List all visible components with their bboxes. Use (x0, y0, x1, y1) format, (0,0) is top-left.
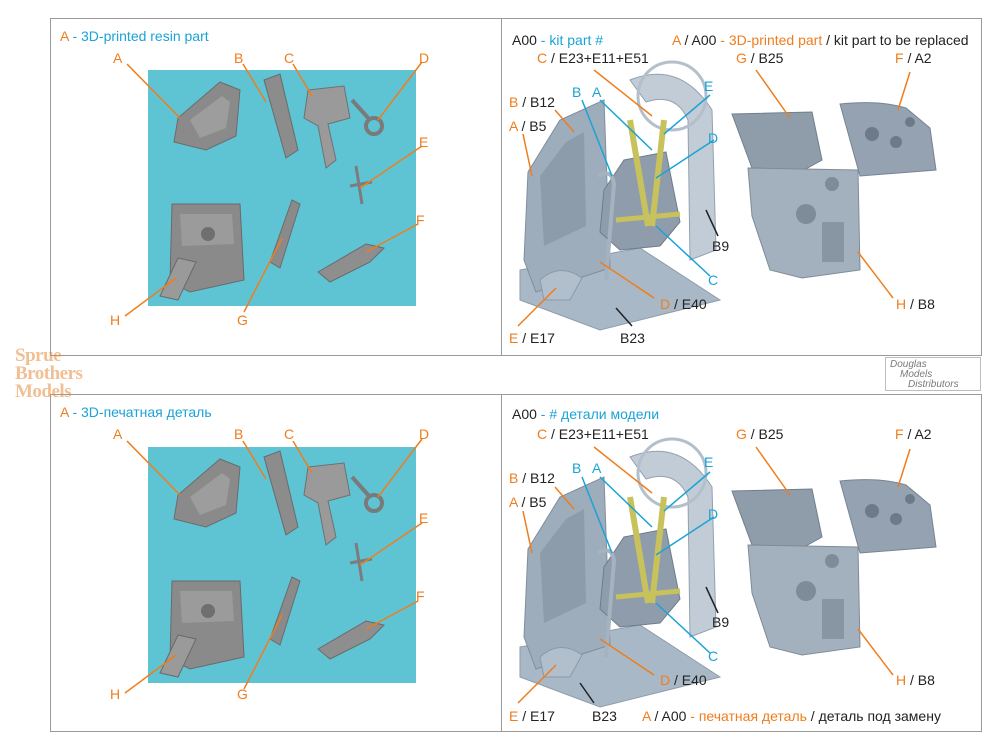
belt-label-b: B (572, 84, 582, 100)
label-b-b12: B / B12 (509, 94, 555, 110)
resin-label-e: E (419, 510, 429, 526)
label-b9: B9 (712, 614, 730, 630)
label-g-b25: G / B25 (736, 426, 784, 442)
label-g-b25: G / B25 (736, 50, 784, 66)
resin-label-h: H (110, 686, 121, 702)
label-e-e17: E / E17 (509, 708, 555, 724)
label-b9: B9 (712, 238, 730, 254)
legend-bottom: A / A00 - печатная деталь / деталь под з… (642, 708, 941, 724)
label-b23: B23 (620, 330, 645, 346)
resin-label-d: D (419, 50, 430, 66)
label-f-a2: F / A2 (895, 426, 932, 442)
kit-caption-bottom: A00 - # детали модели (512, 406, 660, 422)
label-a-b5: A / B5 (509, 494, 547, 510)
label-h-b8: H / B8 (896, 296, 935, 312)
resin-caption-top: A - 3D-printed resin part (60, 28, 209, 44)
resin-label-g: G (237, 686, 248, 702)
label-a-b5: A / B5 (509, 118, 547, 134)
resin-label-b: B (234, 426, 244, 442)
belt-label-b: B (572, 460, 582, 476)
label-d-e40: D / E40 (660, 672, 707, 688)
label-c-e23: C / E23+E11+E51 (537, 426, 649, 442)
resin-label-e: E (419, 134, 429, 150)
resin-caption-bottom: A - 3D-печатная деталь (60, 404, 212, 420)
label-d-e40: D / E40 (660, 296, 707, 312)
resin-label-b: B (234, 50, 244, 66)
resin-label-f: F (416, 212, 425, 228)
label-f-a2: F / A2 (895, 50, 932, 66)
belt-label-a: A (592, 460, 602, 476)
belt-label-c: C (708, 648, 719, 664)
belt-label-e: E (704, 454, 714, 470)
resin-label-c: C (284, 426, 295, 442)
label-h-b8: H / B8 (896, 672, 935, 688)
resin-label-a: A (113, 426, 123, 442)
belt-label-a: A (592, 84, 602, 100)
label-e-e17: E / E17 (509, 330, 555, 346)
belt-label-d: D (708, 506, 719, 522)
resin-label-a: A (113, 50, 123, 66)
dmd-watermark: Douglas Models Distributors (885, 357, 981, 391)
belt-label-e: E (704, 78, 714, 94)
kit-caption-top: A00 - kit part # (512, 32, 604, 48)
label-b-b12: B / B12 (509, 470, 555, 486)
resin-label-c: C (284, 50, 295, 66)
label-b23: B23 (592, 708, 617, 724)
belt-label-c: C (708, 272, 719, 288)
sprue-brothers-watermark: Sprue Brothers Models (15, 345, 83, 402)
legend-top: A / A00 - 3D-printed part / kit part to … (672, 32, 969, 48)
resin-label-d: D (419, 426, 430, 442)
belt-label-d: D (708, 130, 719, 146)
resin-label-f: F (416, 588, 425, 604)
resin-label-h: H (110, 312, 121, 328)
resin-label-g: G (237, 312, 248, 328)
label-c-e23: C / E23+E11+E51 (537, 50, 649, 66)
